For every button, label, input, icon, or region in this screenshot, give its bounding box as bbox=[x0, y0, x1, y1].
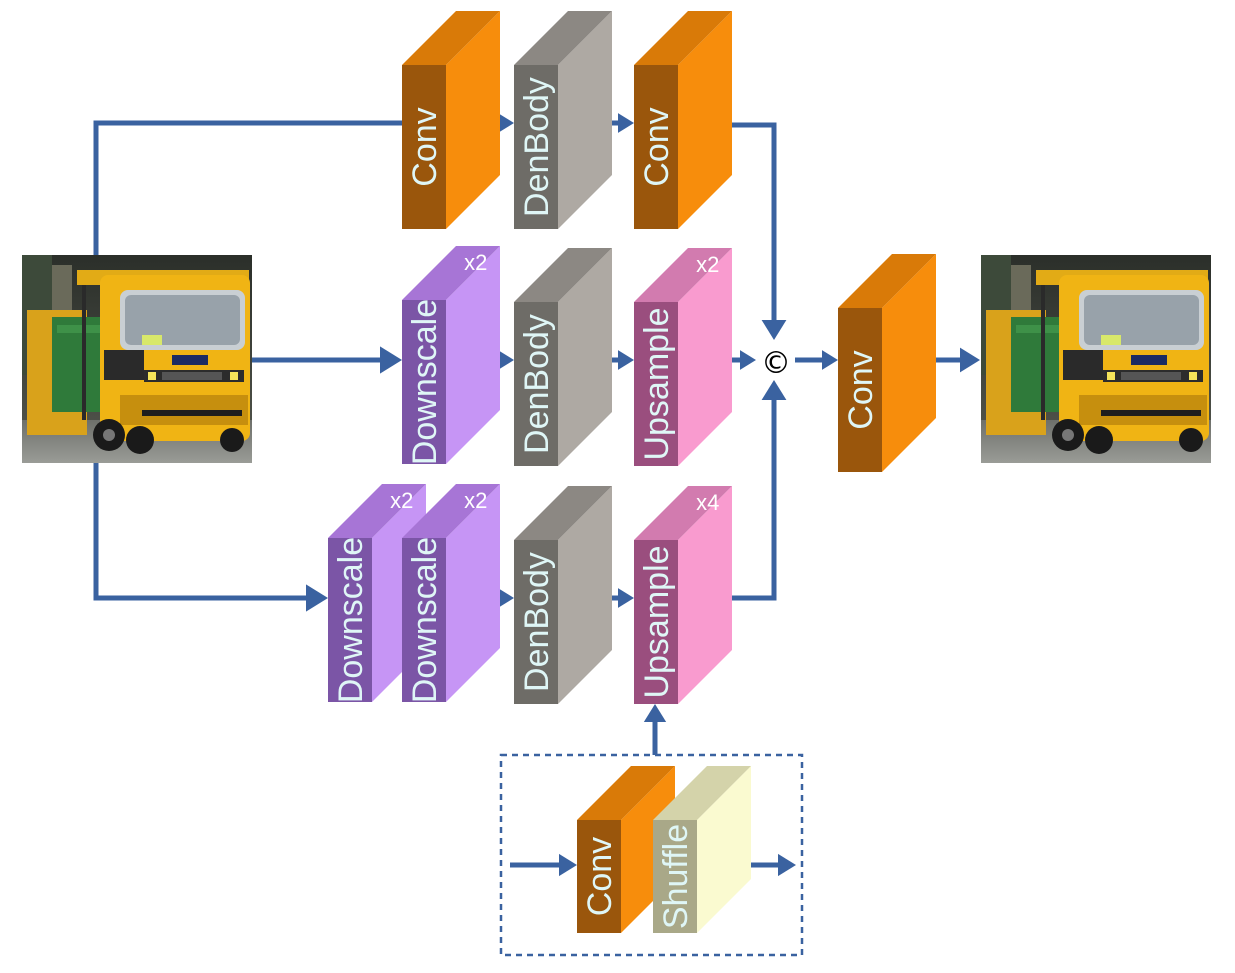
detail-dashed-box bbox=[499, 753, 804, 957]
bot-denbody-block-label: DenBody bbox=[518, 552, 556, 692]
bot-downscale2-block: Downscale x2 bbox=[402, 484, 500, 703]
top-conv1-block-front bbox=[402, 65, 446, 229]
arrowhead-detail-up bbox=[643, 704, 667, 722]
arrowhead-mid-concat bbox=[740, 350, 756, 370]
bot-denbody-block-front bbox=[514, 540, 558, 704]
bot-upsample-block: Upsample x4 bbox=[634, 486, 732, 704]
top-denbody-block-label: DenBody bbox=[518, 77, 556, 217]
input-image bbox=[22, 255, 252, 463]
detail-shuffle-block-label: Shuffle bbox=[657, 824, 695, 929]
mid-upsample-block-side bbox=[678, 248, 732, 466]
mid-upsample-block-multiplier: x2 bbox=[696, 252, 719, 277]
arrowhead-top-2 bbox=[618, 113, 634, 133]
detail-shuffle-block-top bbox=[653, 766, 751, 820]
detail-shuffle-block-front bbox=[653, 820, 697, 933]
arrowhead-detail-in bbox=[559, 853, 577, 877]
mid-denbody-block-top bbox=[514, 248, 612, 302]
bot-denbody-block-top bbox=[514, 486, 612, 540]
top-conv1-block: Conv bbox=[402, 11, 500, 229]
bot-upsample-block-top bbox=[634, 486, 732, 540]
mid-downscale-block: Downscale x2 bbox=[402, 246, 500, 465]
top-denbody-block-side bbox=[558, 11, 612, 229]
bot-downscale1-block-top bbox=[328, 484, 426, 538]
arrowhead-mid-2 bbox=[618, 350, 634, 370]
concat-symbol: © bbox=[761, 346, 791, 381]
arrowhead-bot-2 bbox=[618, 588, 634, 608]
arrowhead-mid-1 bbox=[498, 350, 514, 370]
mid-denbody-block-front bbox=[514, 302, 558, 466]
output-image bbox=[981, 255, 1211, 463]
final-conv-block-label: Conv bbox=[842, 350, 880, 429]
bot-downscale1-block-label: Downscale bbox=[332, 537, 370, 703]
mid-denbody-block-label: DenBody bbox=[518, 314, 556, 454]
mid-downscale-block-side bbox=[446, 246, 500, 464]
wire-input-to-bottom bbox=[93, 462, 310, 601]
top-conv1-block-top bbox=[402, 11, 500, 65]
detail-shuffle-block-side bbox=[697, 766, 751, 933]
mid-upsample-block-front bbox=[634, 302, 678, 466]
detail-conv-block-label: Conv bbox=[581, 837, 619, 916]
bot-upsample-block-side bbox=[678, 486, 732, 704]
arrowhead-bot-concat bbox=[761, 380, 787, 400]
mid-denbody-block: DenBody bbox=[514, 248, 612, 466]
bot-denbody-block: DenBody bbox=[514, 486, 612, 704]
bot-upsample-block-label: Upsample bbox=[638, 545, 676, 698]
detail-conv-block-front bbox=[577, 820, 621, 933]
top-conv2-block-front bbox=[634, 65, 678, 229]
bot-downscale2-block-label: Downscale bbox=[406, 537, 444, 703]
bot-downscale1-block-front bbox=[328, 538, 372, 702]
top-denbody-block-front bbox=[514, 65, 558, 229]
arrowhead-detail-out bbox=[778, 853, 796, 877]
final-conv-block-side bbox=[882, 254, 936, 472]
final-conv-block-top bbox=[838, 254, 936, 308]
arrowhead-bot-1 bbox=[498, 588, 514, 608]
top-denbody-block-top bbox=[514, 11, 612, 65]
detail-conv-block-top bbox=[577, 766, 675, 820]
mid-downscale-block-front bbox=[402, 300, 446, 464]
arrowhead-top-concat bbox=[761, 320, 787, 340]
top-conv2-block: Conv bbox=[634, 11, 732, 229]
detail-shuffle-block: Shuffle bbox=[653, 766, 751, 933]
mid-upsample-block-top bbox=[634, 248, 732, 302]
arrowhead-top-1 bbox=[498, 113, 514, 133]
mid-upsample-block-label: Upsample bbox=[638, 307, 676, 460]
mid-downscale-block-top bbox=[402, 246, 500, 300]
bot-downscale2-block-side bbox=[446, 484, 500, 702]
final-conv-block: Conv bbox=[838, 254, 936, 472]
top-conv2-block-label: Conv bbox=[638, 107, 676, 186]
arrowhead-output bbox=[960, 347, 980, 373]
top-conv1-block-label: Conv bbox=[406, 107, 444, 186]
top-conv1-block-side bbox=[446, 11, 500, 229]
bot-denbody-block-side bbox=[558, 486, 612, 704]
arrowhead-bottom-in bbox=[306, 584, 328, 612]
mid-denbody-block-side bbox=[558, 248, 612, 466]
bot-downscale2-block-multiplier: x2 bbox=[464, 488, 487, 513]
mid-upsample-block: Upsample x2 bbox=[634, 248, 732, 466]
arrowhead-concat-conv bbox=[822, 350, 838, 370]
bot-downscale2-block-top bbox=[402, 484, 500, 538]
bot-downscale1-block-multiplier: x2 bbox=[390, 488, 413, 513]
mid-downscale-block-multiplier: x2 bbox=[464, 250, 487, 275]
final-conv-block-front bbox=[838, 308, 882, 472]
top-denbody-block: DenBody bbox=[514, 11, 612, 229]
wire-input-to-top bbox=[93, 120, 402, 255]
bot-upsample-block-multiplier: x4 bbox=[696, 490, 719, 515]
arrowhead-middle-in bbox=[380, 346, 402, 374]
bot-downscale2-block-front bbox=[402, 538, 446, 702]
mid-downscale-block-label: Downscale bbox=[406, 299, 444, 465]
top-conv2-block-top bbox=[634, 11, 732, 65]
bot-upsample-block-front bbox=[634, 540, 678, 704]
top-conv2-block-side bbox=[678, 11, 732, 229]
